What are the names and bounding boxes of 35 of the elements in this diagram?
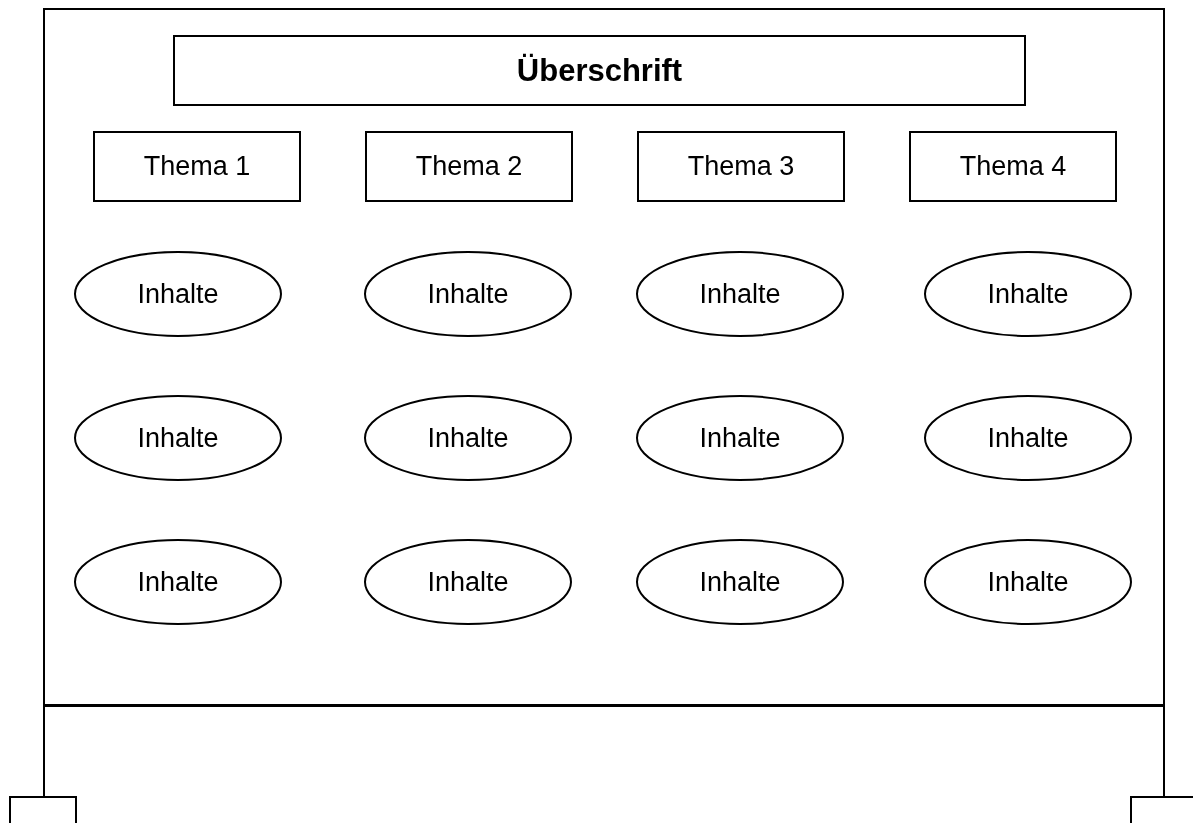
content-ellipse bbox=[74, 395, 282, 481]
content-label: Inhalte bbox=[699, 422, 781, 454]
topic-box bbox=[365, 131, 573, 202]
content-label: Inhalte bbox=[987, 422, 1069, 454]
content-ellipse bbox=[924, 251, 1132, 337]
content-ellipse bbox=[636, 395, 844, 481]
content-ellipse bbox=[74, 251, 282, 337]
content-label: Inhalte bbox=[987, 566, 1069, 598]
content-label: Inhalte bbox=[427, 566, 509, 598]
content-label: Inhalte bbox=[699, 566, 781, 598]
pinboard bbox=[43, 8, 1165, 706]
content-ellipse bbox=[636, 539, 844, 625]
heading-box bbox=[173, 35, 1026, 106]
content-label: Inhalte bbox=[987, 278, 1069, 310]
content-ellipse bbox=[924, 395, 1132, 481]
content-ellipse bbox=[636, 251, 844, 337]
content-label: Inhalte bbox=[427, 422, 509, 454]
content-label: Inhalte bbox=[427, 278, 509, 310]
content-ellipse bbox=[74, 539, 282, 625]
content-ellipse bbox=[364, 395, 572, 481]
topic-label: Thema 3 bbox=[687, 151, 795, 182]
content-ellipse bbox=[924, 539, 1132, 625]
topic-label: Thema 1 bbox=[143, 151, 251, 182]
topic-label: Thema 2 bbox=[415, 151, 523, 182]
heading: Überschrift bbox=[516, 52, 683, 89]
topic-box bbox=[909, 131, 1117, 202]
content-ellipse bbox=[364, 251, 572, 337]
content-label: Inhalte bbox=[137, 278, 219, 310]
content-label: Inhalte bbox=[137, 422, 219, 454]
content-label: Inhalte bbox=[699, 278, 781, 310]
content-label: Inhalte bbox=[137, 566, 219, 598]
topic-label: Thema 4 bbox=[959, 151, 1067, 182]
content-ellipse bbox=[364, 539, 572, 625]
topic-box bbox=[93, 131, 301, 202]
topic-box bbox=[637, 131, 845, 202]
